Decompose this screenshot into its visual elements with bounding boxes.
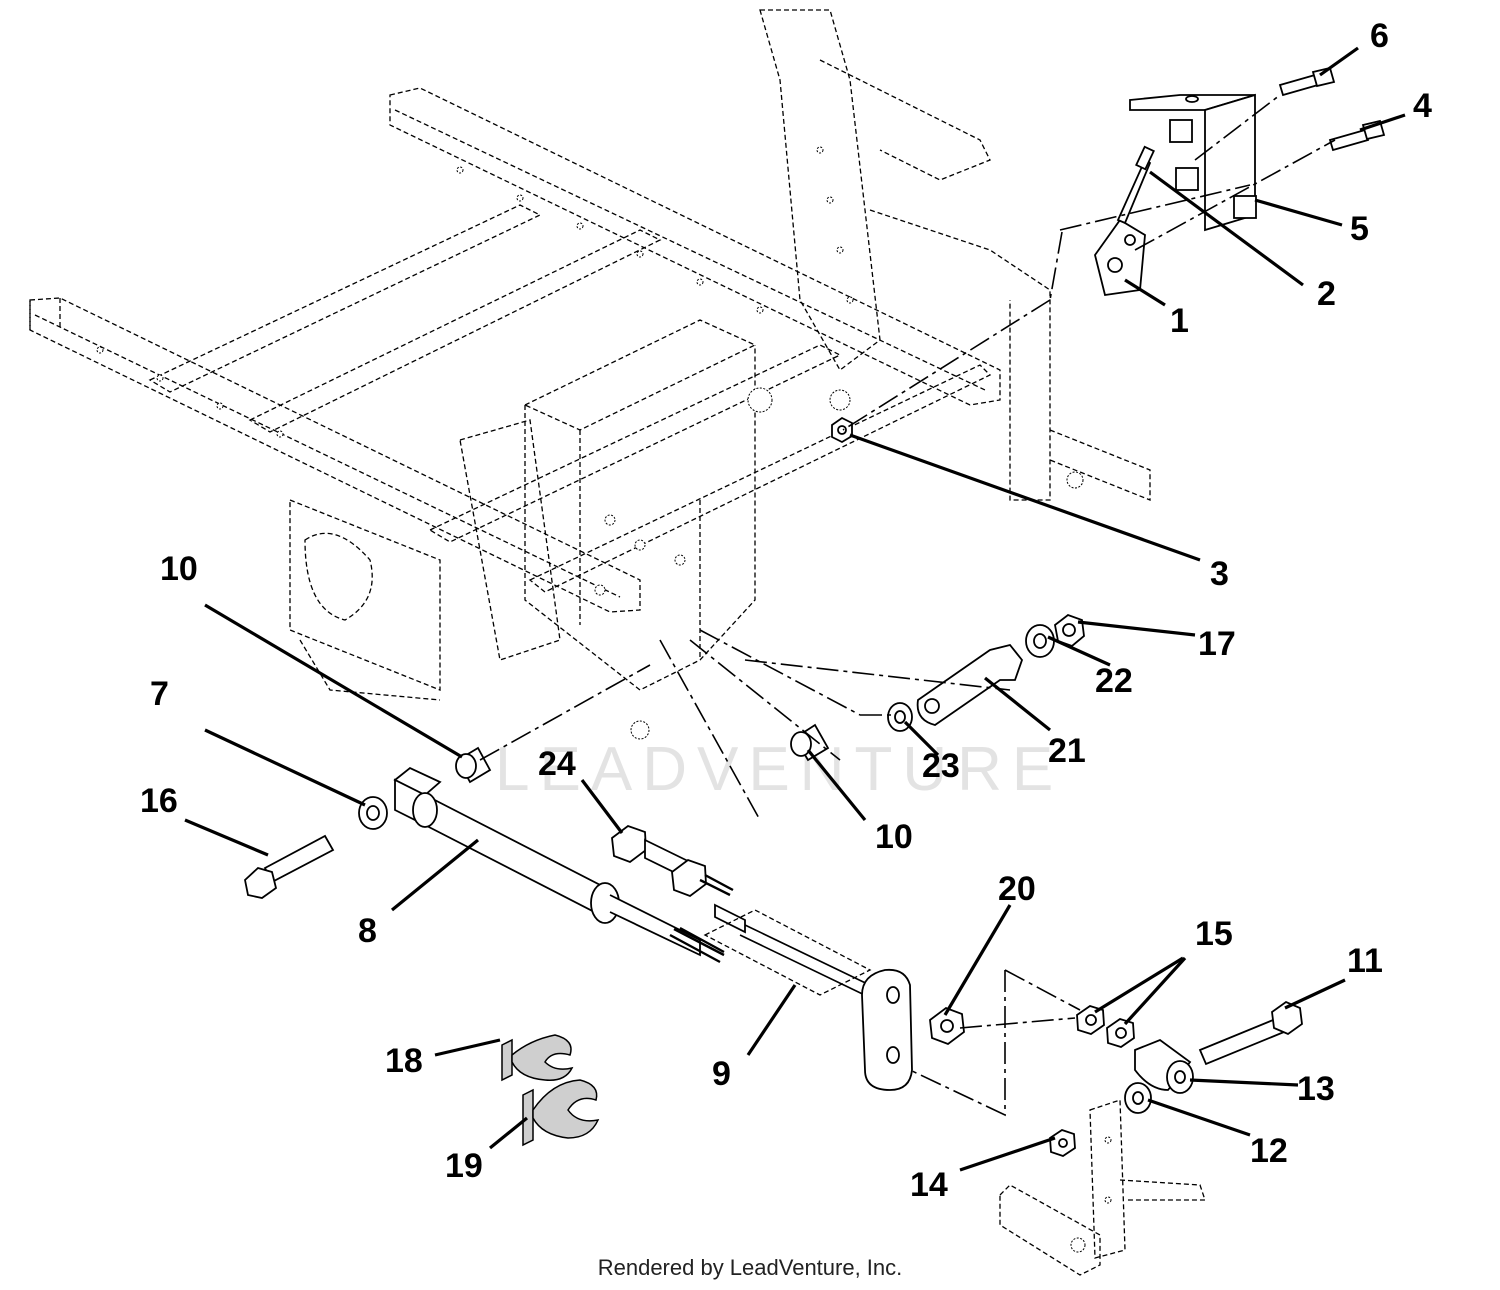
callout-12: 12 bbox=[1250, 1132, 1288, 1170]
callout-10-lower: 10 bbox=[875, 818, 913, 856]
watermark-text: LEADVENTURE bbox=[495, 735, 1063, 804]
part-8-cylinder bbox=[393, 766, 725, 964]
callout-18: 18 bbox=[385, 1042, 423, 1080]
part-1-control-valve bbox=[1094, 218, 1146, 297]
callout-8: 8 bbox=[358, 912, 377, 950]
part-6-bolt bbox=[1278, 66, 1336, 97]
callout-16: 16 bbox=[140, 782, 178, 820]
callout-13: 13 bbox=[1297, 1070, 1335, 1108]
part-17-nut bbox=[1054, 613, 1085, 648]
part-15-nuts bbox=[1076, 1005, 1135, 1048]
part-12-washer bbox=[1124, 1082, 1152, 1114]
callout-2: 2 bbox=[1317, 275, 1336, 313]
callout-labels: 1 2 3 4 5 6 7 8 9 10 10 11 12 13 14 15 1… bbox=[140, 17, 1432, 1204]
callout-4: 4 bbox=[1413, 87, 1432, 125]
part-2-lever bbox=[1116, 145, 1155, 225]
part-22-washer bbox=[1025, 624, 1055, 658]
callout-7: 7 bbox=[150, 675, 169, 713]
part-14-nut bbox=[1049, 1129, 1076, 1157]
part-13-rod-end bbox=[1134, 1038, 1194, 1094]
part-20-nut bbox=[929, 1006, 965, 1046]
callout-6: 6 bbox=[1370, 17, 1389, 55]
callout-17: 17 bbox=[1198, 625, 1236, 663]
callout-24: 24 bbox=[538, 745, 576, 783]
pedal-arm bbox=[999, 1099, 1206, 1276]
part-16-bolt bbox=[244, 834, 335, 899]
part-10-spacer-lower bbox=[790, 723, 830, 762]
callout-11: 11 bbox=[1347, 942, 1383, 980]
part-5-bracket bbox=[1129, 93, 1257, 232]
part-18-decal bbox=[501, 1034, 574, 1082]
part-10-spacer-upper bbox=[455, 746, 492, 784]
part-4-bolt bbox=[1328, 119, 1386, 152]
part-7-washer bbox=[358, 796, 388, 830]
callout-5: 5 bbox=[1350, 210, 1369, 248]
footer-credit: Rendered by LeadVenture, Inc. bbox=[597, 1255, 903, 1280]
callout-10-upper: 10 bbox=[160, 550, 198, 588]
part-3-nut bbox=[831, 416, 853, 444]
callout-1: 1 bbox=[1170, 302, 1189, 340]
part-11-bolt bbox=[1198, 1000, 1303, 1066]
leader-lines bbox=[184, 46, 1406, 1172]
mower-frame bbox=[29, 9, 1151, 740]
part-24-rod-end bbox=[611, 824, 734, 898]
callout-19: 19 bbox=[445, 1147, 483, 1185]
callout-9: 9 bbox=[712, 1055, 731, 1093]
callout-15: 15 bbox=[1195, 915, 1233, 953]
assembly-centerlines bbox=[479, 94, 1336, 1117]
part-19-decal bbox=[522, 1079, 600, 1147]
callout-23: 23 bbox=[922, 747, 960, 785]
callout-20: 20 bbox=[998, 870, 1036, 908]
callout-22: 22 bbox=[1095, 662, 1133, 700]
callout-3: 3 bbox=[1210, 555, 1229, 593]
part-9-rod-assembly bbox=[703, 903, 913, 1091]
callout-21: 21 bbox=[1048, 732, 1086, 770]
callout-14: 14 bbox=[910, 1166, 948, 1204]
